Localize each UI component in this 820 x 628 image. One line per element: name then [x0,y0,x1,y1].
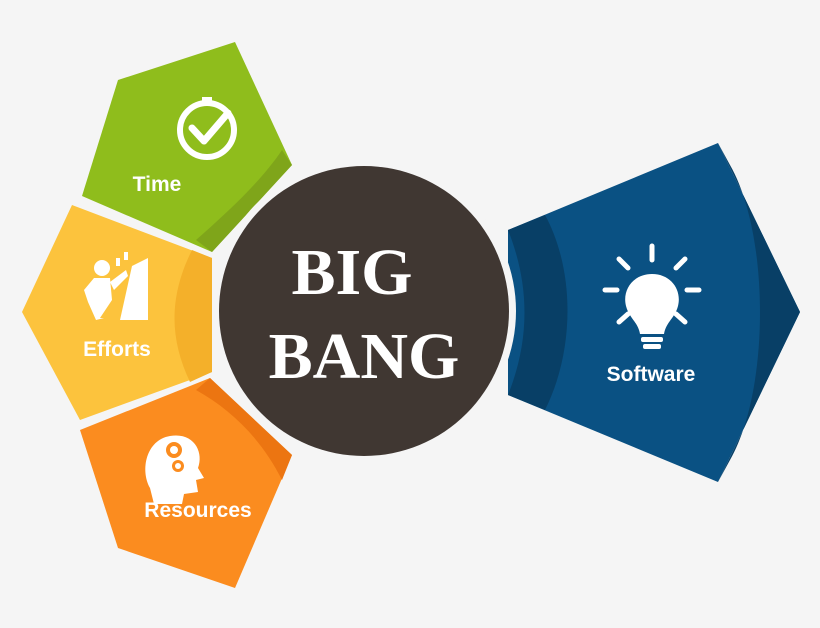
software-panel: Software [508,143,800,482]
efforts-panel: Efforts [22,205,212,420]
lightbulb-icon [602,243,702,349]
head-gears-icon [145,435,204,504]
center-title-line2: BANG [269,320,460,393]
efforts-panel-shade [174,250,212,382]
center-title-line1: BIG [291,236,412,309]
resources-panel-shade [196,378,292,480]
center-circle-disc [219,166,509,456]
time-label: Time [133,173,182,196]
software-panel-shade-left [508,215,568,410]
clock-check-icon [177,97,237,160]
software-label: Software [607,363,696,386]
software-panel-shade-right [718,143,800,482]
climber-icon [84,252,148,320]
center-circle: BIG BANG [212,159,516,463]
efforts-label: Efforts [83,338,151,361]
resources-panel: Resources [80,378,292,588]
resources-label: Resources [144,499,251,522]
efforts-panel-shape [22,205,212,420]
time-panel: Time [82,42,292,252]
time-panel-shade [196,150,292,252]
